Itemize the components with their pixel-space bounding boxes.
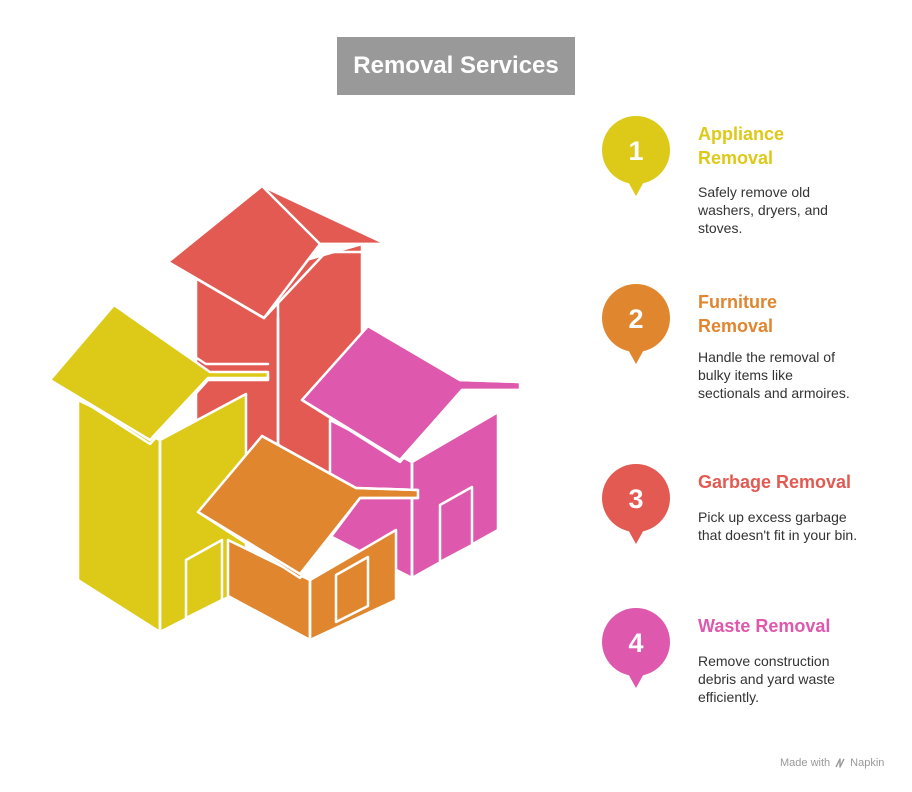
made-with-label: Made with bbox=[780, 757, 831, 769]
item-description: Remove construction debris and yard wast… bbox=[698, 653, 835, 705]
pin-marker-icon: 3 bbox=[600, 464, 672, 548]
pink-house-shape bbox=[300, 324, 522, 580]
marker-number: 2 bbox=[628, 304, 644, 334]
marker-number: 3 bbox=[628, 484, 644, 514]
title-banner: Removal Services bbox=[337, 37, 575, 95]
orange-house-shape bbox=[196, 434, 420, 642]
item-title: Garbage Removal bbox=[698, 472, 852, 492]
item-title: Appliance Removal bbox=[698, 124, 785, 168]
item-description: Safely remove old washers, dryers, and s… bbox=[698, 184, 828, 236]
item-title: Furniture Removal bbox=[698, 292, 777, 336]
pin-marker-icon: 1 bbox=[600, 116, 672, 200]
item-description: Handle the removal of bulky items like s… bbox=[698, 349, 850, 401]
napkin-logo-icon bbox=[835, 758, 845, 768]
pin-marker-icon: 4 bbox=[600, 608, 672, 692]
item-title: Waste Removal bbox=[698, 616, 831, 636]
page-title: Removal Services bbox=[353, 52, 559, 79]
item-description: Pick up excess garbage that doesn't fit … bbox=[698, 509, 858, 543]
marker-number: 1 bbox=[628, 136, 644, 166]
marker-number: 4 bbox=[628, 628, 644, 658]
houses-illustration bbox=[48, 184, 522, 642]
footer-attribution: Made with Napkin bbox=[780, 757, 884, 769]
napkin-brand-label: Napkin bbox=[850, 757, 885, 769]
pin-marker-icon: 2 bbox=[600, 284, 672, 368]
